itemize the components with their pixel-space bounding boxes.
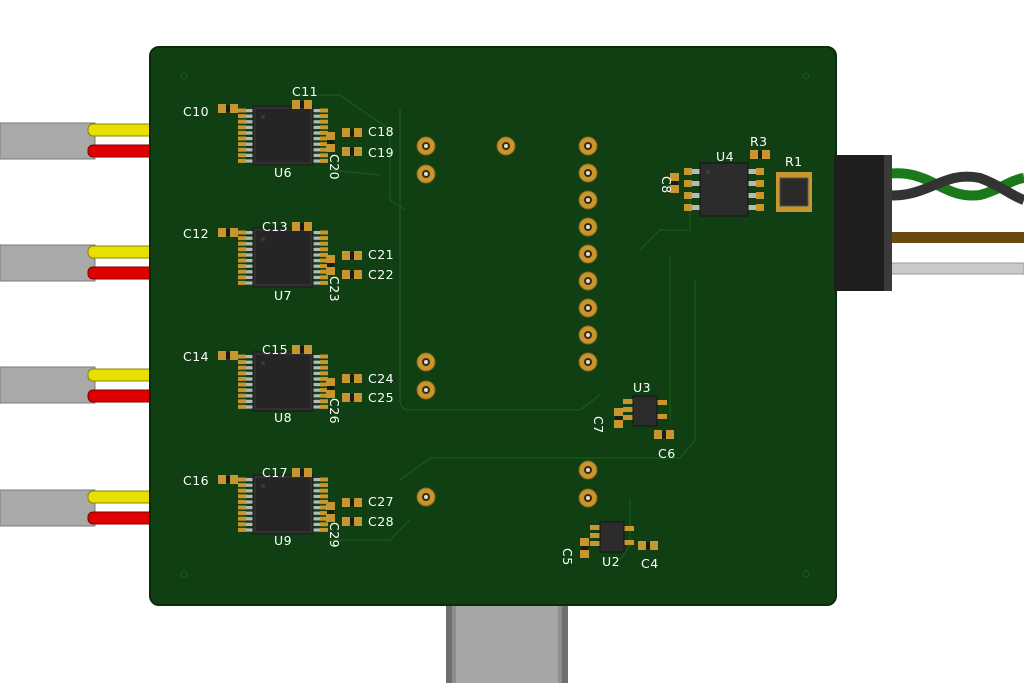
through-hole-pad: [416, 164, 436, 184]
capacitor-top-3: [292, 468, 312, 477]
label-c24: C24: [368, 371, 394, 386]
label-c14: C14: [183, 349, 209, 364]
through-hole-pad: [578, 136, 598, 156]
label-c4: C4: [641, 556, 659, 571]
ic-u3: [623, 395, 667, 427]
through-hole-pad: [578, 298, 598, 318]
label-c13: C13: [262, 219, 288, 234]
label-c10: C10: [183, 104, 209, 119]
ic-tssop-2: [238, 351, 328, 412]
capacitor-c6: [654, 430, 674, 439]
left-cable-3: [0, 366, 155, 404]
capacitor-top-1: [292, 222, 312, 231]
copper-traces: [300, 94, 696, 561]
through-hole-pad: [578, 244, 598, 264]
ic-tssop-1: [238, 227, 328, 288]
label-u8: U8: [274, 410, 292, 425]
label-c19: C19: [368, 145, 394, 160]
ic-tssop-0: [238, 105, 328, 166]
label-u4: U4: [716, 149, 734, 164]
label-c22: C22: [368, 267, 394, 282]
component-r1: [776, 172, 812, 212]
bottom-connector: [446, 598, 568, 683]
mounting-hole-marks: [180, 72, 810, 578]
label-c23: C23: [327, 276, 342, 302]
through-hole-pad: [578, 352, 598, 372]
ic-tssop-3: [238, 474, 328, 535]
label-c12: C12: [183, 226, 209, 241]
capacitor-vertical-1: [326, 255, 335, 275]
capacitor-c8: [670, 173, 679, 193]
label-c21: C21: [368, 247, 394, 262]
capacitor-vertical-3: [326, 502, 335, 522]
label-c28: C28: [368, 514, 394, 529]
label-c11: C11: [292, 84, 318, 99]
right-connector: [834, 155, 892, 291]
label-c25: C25: [368, 390, 394, 405]
label-c15: C15: [262, 342, 288, 357]
label-u3: U3: [633, 380, 651, 395]
capacitor-c5: [580, 538, 589, 558]
through-hole-pads: [416, 136, 598, 508]
label-c6: C6: [658, 446, 676, 461]
capacitor-left-2: [218, 351, 238, 360]
silkscreen-labels: C10 C11 C18 C19 U6 C20 C12 C13 C21 C22 U…: [183, 84, 803, 571]
capacitor-left-1: [218, 228, 238, 237]
label-u7: U7: [274, 288, 292, 303]
through-hole-pad: [578, 217, 598, 237]
capacitor-left-3: [218, 475, 238, 484]
through-hole-pad: [496, 136, 516, 156]
through-hole-pad: [578, 163, 598, 183]
pcb-board: [149, 46, 837, 606]
through-hole-pad: [578, 190, 598, 210]
label-r3: R3: [750, 134, 768, 149]
label-c5: C5: [560, 548, 575, 566]
capacitor-top-2: [292, 345, 312, 354]
ic-u4: [684, 162, 764, 217]
label-c8: C8: [659, 176, 674, 194]
resistor-r3: [750, 150, 770, 159]
label-c7: C7: [591, 416, 606, 434]
label-c18: C18: [368, 124, 394, 139]
capacitor-right-a-1: [342, 251, 362, 260]
label-u9: U9: [274, 533, 292, 548]
components: [218, 100, 812, 558]
label-c17: C17: [262, 465, 288, 480]
through-hole-pad: [416, 136, 436, 156]
label-c26: C26: [327, 398, 342, 424]
capacitor-c7: [614, 408, 623, 428]
right-wires: [879, 168, 1024, 275]
label-c20: C20: [327, 154, 342, 180]
through-hole-pad: [416, 487, 436, 507]
through-hole-pad: [578, 271, 598, 291]
through-hole-pad: [578, 325, 598, 345]
capacitor-right-b-1: [342, 270, 362, 279]
capacitor-vertical-2: [326, 378, 335, 398]
label-u2: U2: [602, 554, 620, 569]
label-c29: C29: [327, 522, 342, 548]
left-cable-4: [0, 489, 155, 527]
ic-u2: [590, 521, 634, 553]
through-hole-pad: [578, 488, 598, 508]
label-u6: U6: [274, 165, 292, 180]
capacitor-right-b-3: [342, 517, 362, 526]
capacitor-right-a-2: [342, 374, 362, 383]
through-hole-pad: [416, 380, 436, 400]
through-hole-pad: [578, 460, 598, 480]
through-hole-pad: [416, 352, 436, 372]
capacitor-vertical-0: [326, 132, 335, 152]
capacitor-left-0: [218, 104, 238, 113]
capacitor-top-0: [292, 100, 312, 109]
capacitor-c4: [638, 541, 658, 550]
capacitor-right-b-0: [342, 147, 362, 156]
capacitor-right-a-3: [342, 498, 362, 507]
capacitor-right-a-0: [342, 128, 362, 137]
label-c27: C27: [368, 494, 394, 509]
left-cable-1: [0, 122, 155, 160]
capacitor-right-b-2: [342, 393, 362, 402]
left-cable-2: [0, 244, 155, 282]
label-r1: R1: [785, 154, 803, 169]
label-c16: C16: [183, 473, 209, 488]
